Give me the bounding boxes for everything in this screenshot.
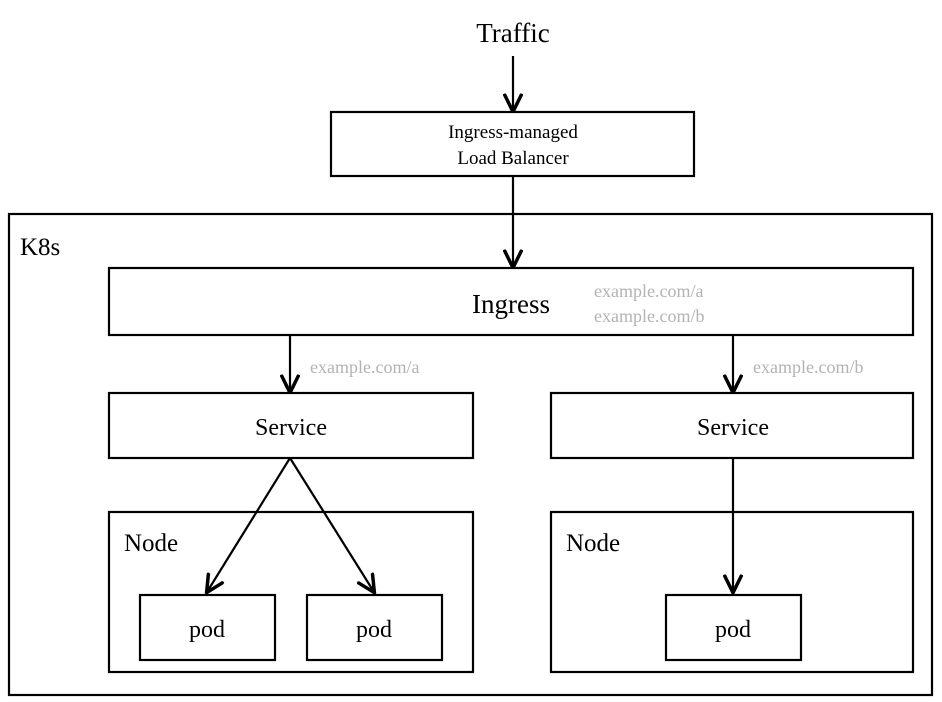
node-label-left: Node	[124, 530, 178, 557]
service-box-left[interactable]	[107, 391, 475, 460]
pod-box-right-1[interactable]	[664, 593, 803, 662]
edge-service-left-to-pod-2	[289, 457, 374, 592]
edge-label-left: example.com/a	[310, 357, 419, 377]
load-balancer-label-line1: Ingress-managed	[448, 122, 578, 143]
k8s-cluster-label: K8s	[20, 234, 60, 261]
pod-box-left-1[interactable]	[138, 593, 277, 662]
traffic-title: Traffic	[476, 18, 550, 48]
pod-label-left-1: pod	[189, 617, 225, 643]
node-label-right: Node	[566, 530, 620, 557]
pod-label-right-1: pod	[715, 617, 751, 643]
node-box-right	[549, 510, 915, 674]
edge-service-left-to-pod-1	[207, 457, 291, 592]
service-label-right: Service	[697, 415, 769, 441]
service-label-left: Service	[255, 415, 327, 441]
edge-label-right: example.com/b	[753, 357, 863, 377]
service-box-right[interactable]	[549, 391, 915, 460]
ingress-box[interactable]	[107, 266, 915, 337]
node-box-left	[107, 510, 475, 674]
pod-box-left-2[interactable]	[305, 593, 444, 662]
k8s-cluster-container	[7, 212, 934, 697]
ingress-rule-a: example.com/a	[594, 281, 703, 301]
ingress-rule-b: example.com/b	[594, 306, 704, 326]
pod-label-left-2: pod	[356, 617, 392, 643]
load-balancer-label-line2: Load Balancer	[457, 148, 569, 169]
ingress-label: Ingress	[472, 289, 550, 319]
